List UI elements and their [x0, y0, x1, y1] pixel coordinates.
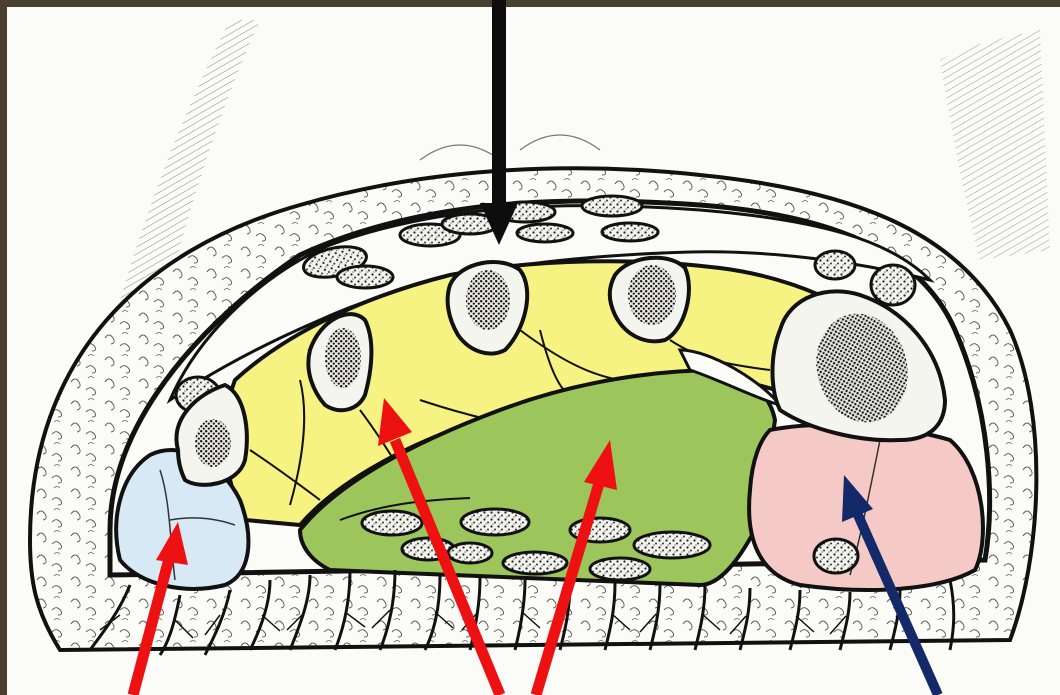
lateral-tendon [814, 539, 858, 573]
third-metatarsal [448, 262, 528, 353]
